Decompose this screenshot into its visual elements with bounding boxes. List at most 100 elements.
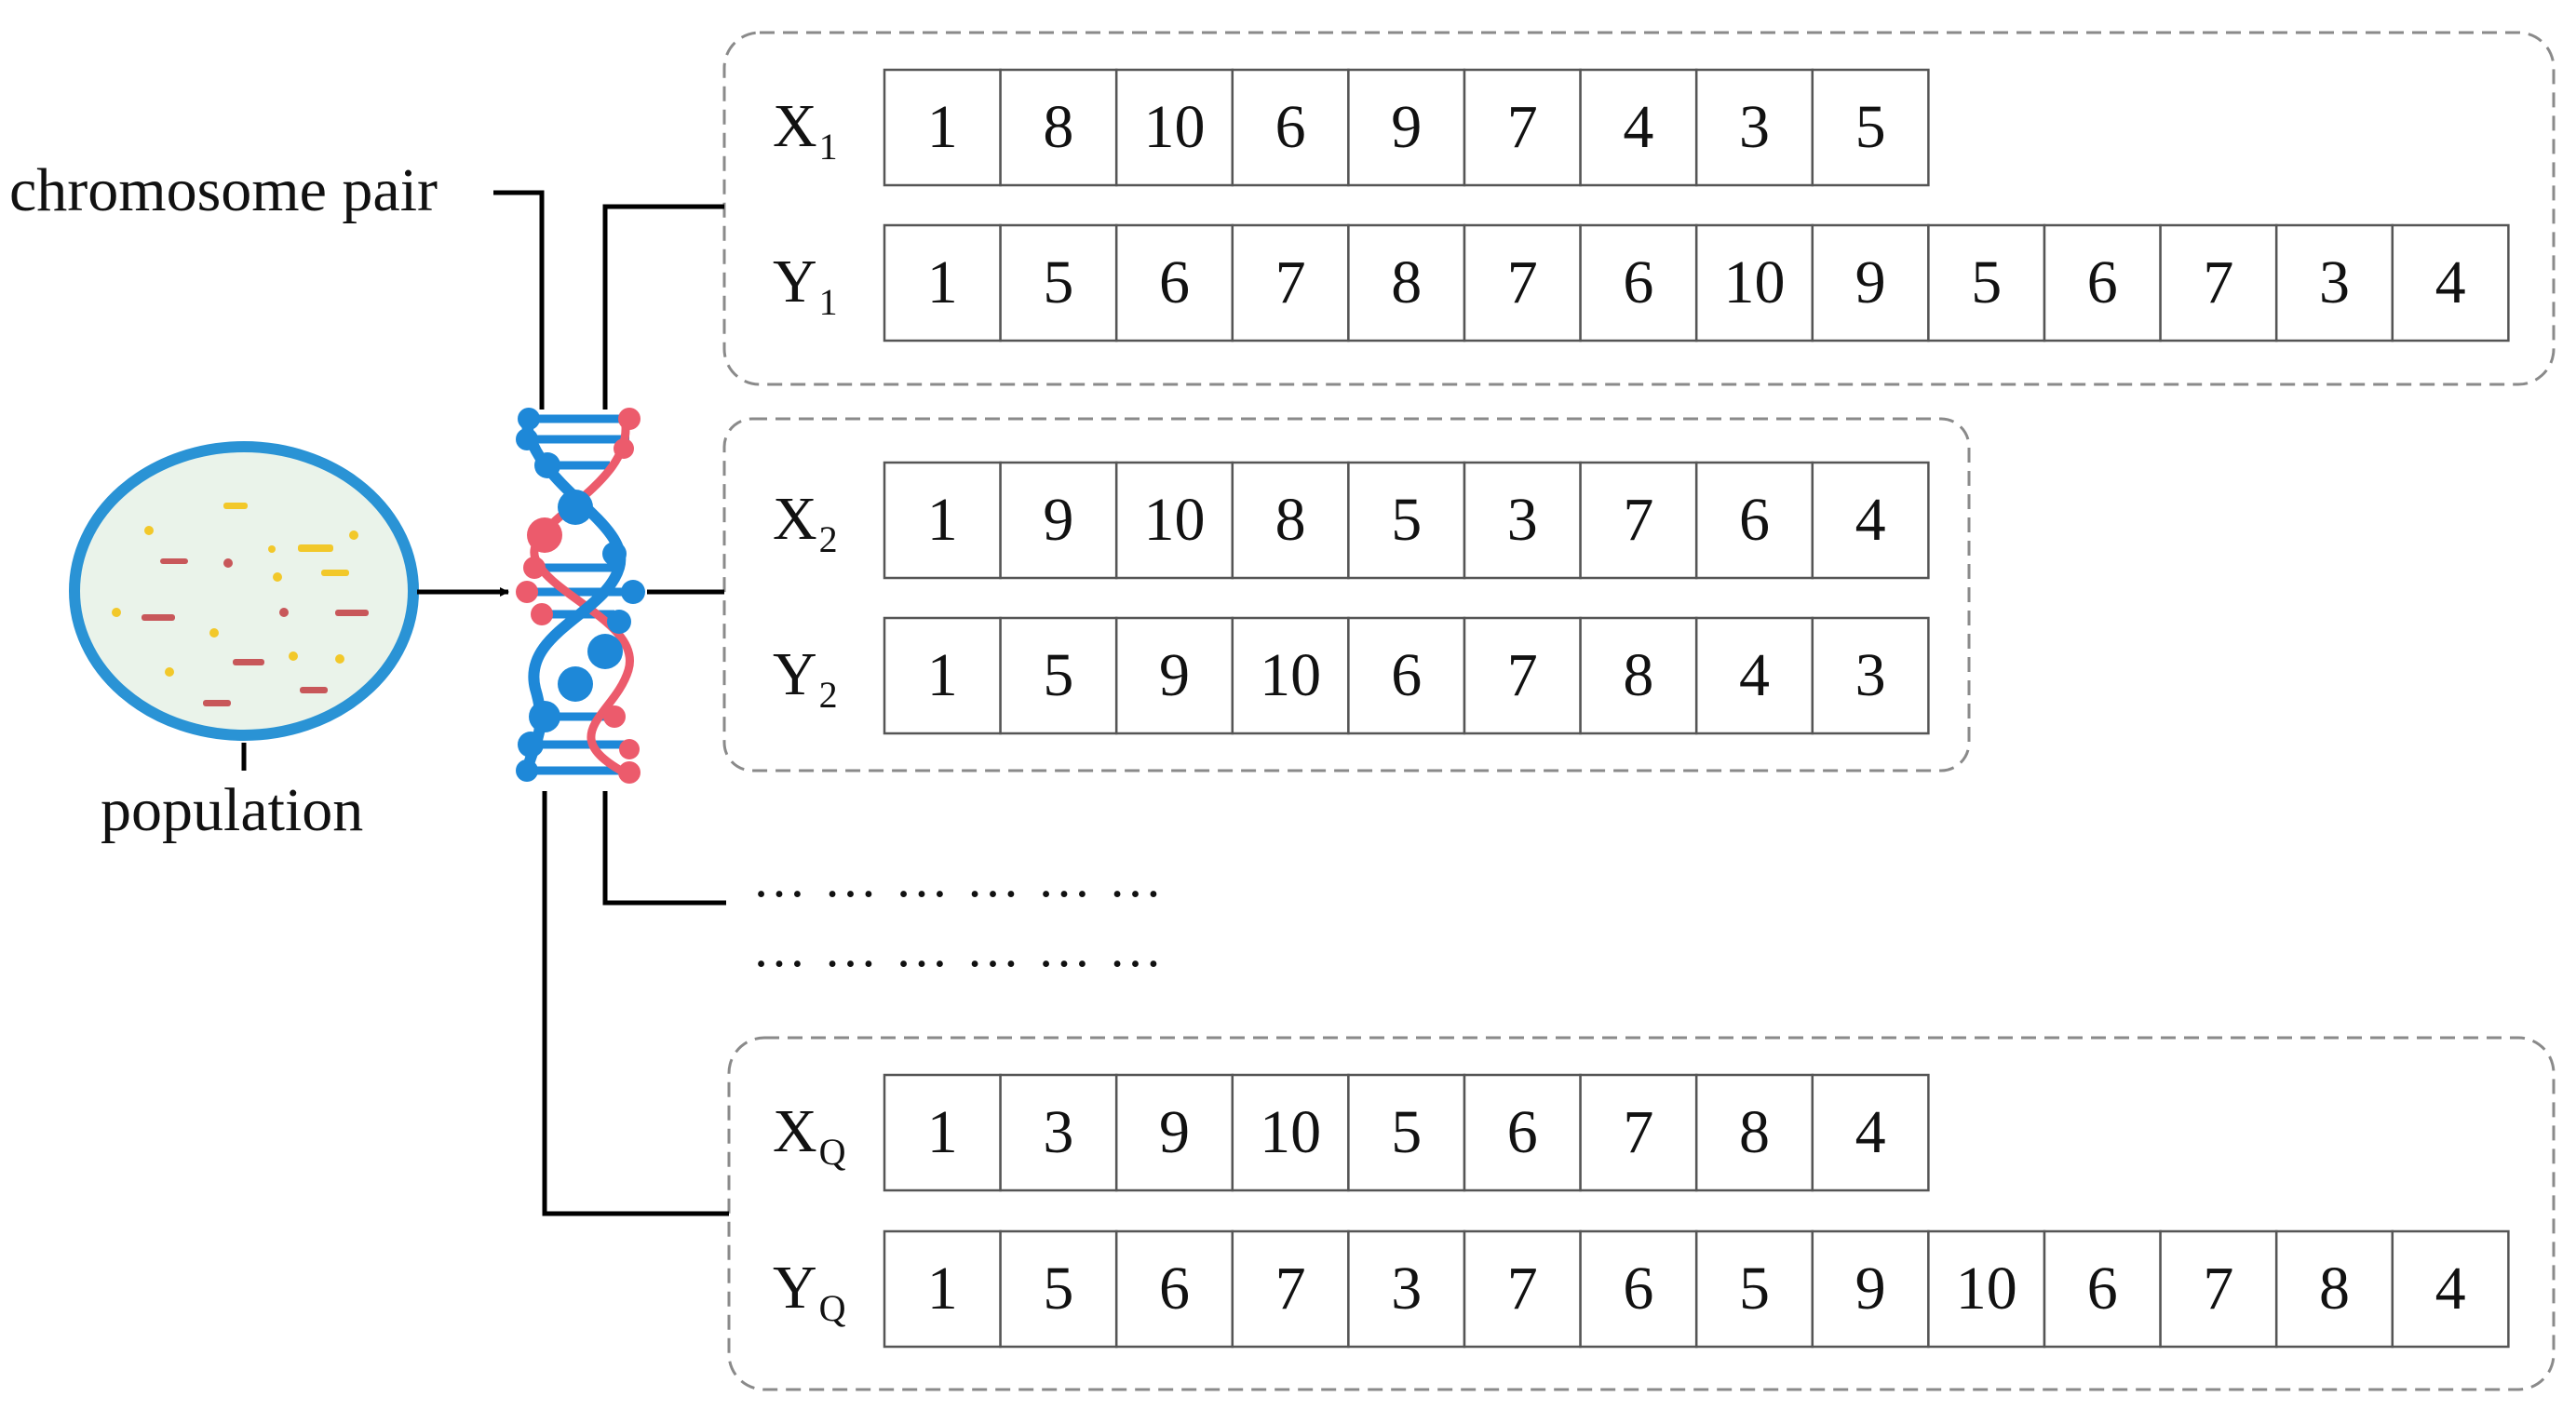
group-box-2 <box>722 417 1971 772</box>
gene-cell-box <box>1694 1073 1814 1192</box>
gene-cell-box <box>1811 223 1930 342</box>
chromosome-pair-leader <box>493 190 545 410</box>
gene-cell: 3 <box>1738 93 1770 161</box>
gene-cell: 6 <box>1275 93 1306 161</box>
gene-cell-box <box>883 223 1002 342</box>
gene-cell: 7 <box>1275 248 1306 316</box>
gene-cell: 6 <box>1506 1098 1538 1166</box>
gene-cell: 9 <box>1158 641 1190 709</box>
ellipsis-line-1: … … … … … … <box>752 848 1165 908</box>
row-letter: X <box>773 92 817 160</box>
gene-cell: 4 <box>1623 93 1654 161</box>
row-label-y1: Y1 <box>773 251 838 321</box>
gene-cell: 7 <box>2203 248 2234 316</box>
connector-group-1 <box>602 204 724 410</box>
row-label-y2: Y2 <box>773 644 838 714</box>
gene-cell-box <box>2043 223 2162 342</box>
gene-cell: 5 <box>1043 1255 1074 1323</box>
gene-cell-box <box>1694 616 1814 735</box>
gene-cell-box <box>999 461 1118 580</box>
gene-cell: 8 <box>1391 248 1423 316</box>
gene-cell-box <box>1927 1229 2046 1349</box>
gene-cell-box <box>1347 1229 1466 1349</box>
gene-cell-box <box>1347 461 1466 580</box>
gene-cell-box <box>1463 1229 1582 1349</box>
gene-cell-box <box>1231 461 1350 580</box>
gene-cell: 6 <box>1623 1255 1654 1323</box>
gene-cell: 10 <box>1723 248 1786 316</box>
gene-cell: 5 <box>1971 248 2003 316</box>
gene-cell: 1 <box>926 93 958 161</box>
gene-cell: 6 <box>1738 486 1770 554</box>
gene-cell: 1 <box>926 486 958 554</box>
gene-cell-box <box>1694 1229 1814 1349</box>
gene-cell: 4 <box>2434 248 2466 316</box>
gene-cell: 7 <box>1275 1255 1306 1323</box>
gene-cell: 10 <box>1955 1255 2017 1323</box>
gene-cell: 9 <box>1854 1255 1886 1323</box>
gene-cell: 9 <box>1391 93 1423 161</box>
row-letter: Y <box>773 1254 817 1322</box>
row-label-x1: X1 <box>773 96 838 166</box>
gene-cell-box <box>1114 1229 1234 1349</box>
gene-cell: 4 <box>1738 641 1770 709</box>
gene-cell: 8 <box>1738 1098 1770 1166</box>
row-subscript: 2 <box>818 518 838 560</box>
gene-cell-box <box>2391 1229 2510 1349</box>
gene-cell-box <box>2043 1229 2162 1349</box>
gene-cell: 4 <box>1854 1098 1886 1166</box>
gene-cell: 3 <box>1043 1098 1074 1166</box>
connector-group-q <box>542 791 729 1216</box>
row-subscript: Q <box>818 1131 846 1173</box>
gene-cell-box <box>1463 616 1582 735</box>
gene-cell-box <box>1579 616 1698 735</box>
gene-cell-box <box>1579 461 1698 580</box>
gene-cell: 7 <box>1623 486 1654 554</box>
gene-cell: 7 <box>1506 93 1538 161</box>
gene-cell: 8 <box>1623 641 1654 709</box>
gene-cell-box <box>1579 223 1698 342</box>
gene-cell-box <box>1927 223 2046 342</box>
gene-cell: 4 <box>1854 486 1886 554</box>
gene-cell: 9 <box>1043 486 1074 554</box>
gene-cell-box <box>1231 223 1350 342</box>
gene-cell: 6 <box>1623 248 1654 316</box>
gene-cell: 8 <box>2318 1255 2350 1323</box>
gene-cell-box <box>1579 1073 1698 1192</box>
gene-cell-box <box>1579 68 1698 187</box>
gene-cell: 7 <box>1506 1255 1538 1323</box>
gene-cell-box <box>1694 223 1814 342</box>
gene-cell: 4 <box>2434 1255 2466 1323</box>
gene-cell: 8 <box>1043 93 1074 161</box>
gene-cell: 9 <box>1158 1098 1190 1166</box>
ellipsis-line-2: … … … … … … <box>752 918 1165 978</box>
gene-cell-box <box>1347 223 1466 342</box>
gene-cell-box <box>999 616 1118 735</box>
row-subscript: 1 <box>818 126 838 168</box>
gene-cell-box <box>883 68 1002 187</box>
gene-cell-box <box>999 1229 1118 1349</box>
gene-cell-box <box>1231 68 1350 187</box>
row-letter: X <box>773 485 817 553</box>
gene-cell-box <box>1114 616 1234 735</box>
gene-cell-box <box>1231 616 1350 735</box>
gene-cell: 10 <box>1143 93 1206 161</box>
gene-cell-box <box>2159 223 2278 342</box>
row-label-xq: XQ <box>773 1101 846 1171</box>
gene-cell: 5 <box>1854 93 1886 161</box>
gene-cell: 5 <box>1043 248 1074 316</box>
gene-cell: 1 <box>926 641 958 709</box>
gene-cell-box <box>1694 68 1814 187</box>
gene-cell-box <box>1463 1073 1582 1192</box>
gene-cell: 1 <box>926 1098 958 1166</box>
population-label: population <box>101 776 364 844</box>
row-letter: X <box>773 1097 817 1165</box>
row-subscript: Q <box>818 1287 846 1329</box>
gene-cell: 3 <box>1506 486 1538 554</box>
dna-helix-icon <box>516 408 645 784</box>
gene-cell-box <box>1811 68 1930 187</box>
gene-cell: 1 <box>926 1255 958 1323</box>
connector-lines <box>241 190 729 1216</box>
gene-cell: 7 <box>1506 248 1538 316</box>
gene-cell: 7 <box>1506 641 1538 709</box>
